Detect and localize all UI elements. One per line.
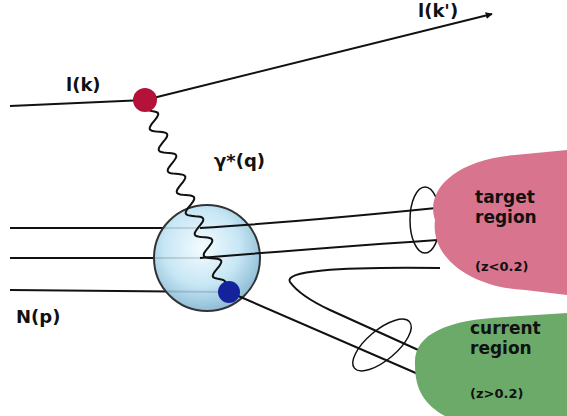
lepton-label: l(k') [418,0,458,21]
spectator-line [200,238,466,258]
hadron-region: current region (z>0.2) [405,305,567,416]
region-cut: (z>0.2) [470,387,560,402]
region-fill [415,313,567,416]
jet-ellipse [345,310,419,379]
hadron-region: target region (z<0.2) [415,150,567,295]
lepton-vertex [133,88,157,112]
region-title: current region [470,319,560,358]
quark-vertex [218,281,240,303]
virtual-photon [145,100,226,290]
region-fill [433,150,567,295]
outgoing-lepton [145,14,492,100]
region-title: target region [475,188,563,227]
spectator-line [200,205,466,228]
nucleon-label: N(p) [16,306,60,327]
region-cut: (z<0.2) [475,260,563,275]
lepton-label: l(k) [66,74,101,95]
photon-label: γ*(q) [214,150,265,171]
incoming-lepton [10,100,145,106]
